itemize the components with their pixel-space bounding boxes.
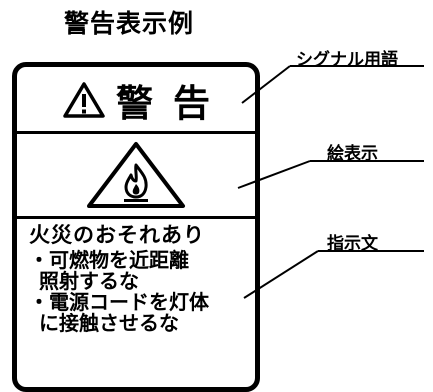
divider-top [17, 131, 255, 134]
label-signal-word: シグナル用語 [296, 50, 398, 70]
statement-line: 火災のおそれあり [29, 223, 205, 247]
signal-word-text: 警告 [116, 82, 230, 125]
statement-line: ・可燃物を近距離 [29, 248, 189, 272]
exclamation-triangle-icon [62, 81, 106, 119]
statement-text: 火災のおそれあり ・可燃物を近距離 照射するな ・電源コードを灯体 に接触させる… [29, 225, 209, 334]
label-pictogram: 絵表示 [327, 144, 378, 164]
divider-bottom [17, 216, 255, 219]
statement-line: 照射するな [39, 269, 139, 293]
label-statement: 指示文 [327, 234, 378, 254]
statement-line: ・電源コードを灯体 [29, 290, 209, 314]
signal-word-panel: 警告 [17, 75, 255, 125]
warning-sign: 警告 火災のおそれあり ・可燃物を近距離 照射するな ・電源コードを灯体 に接触… [12, 62, 260, 392]
flame-triangle-icon [81, 139, 191, 215]
statement-line: に接触させるな [39, 311, 179, 335]
figure-title: 警告表示例 [64, 9, 195, 38]
